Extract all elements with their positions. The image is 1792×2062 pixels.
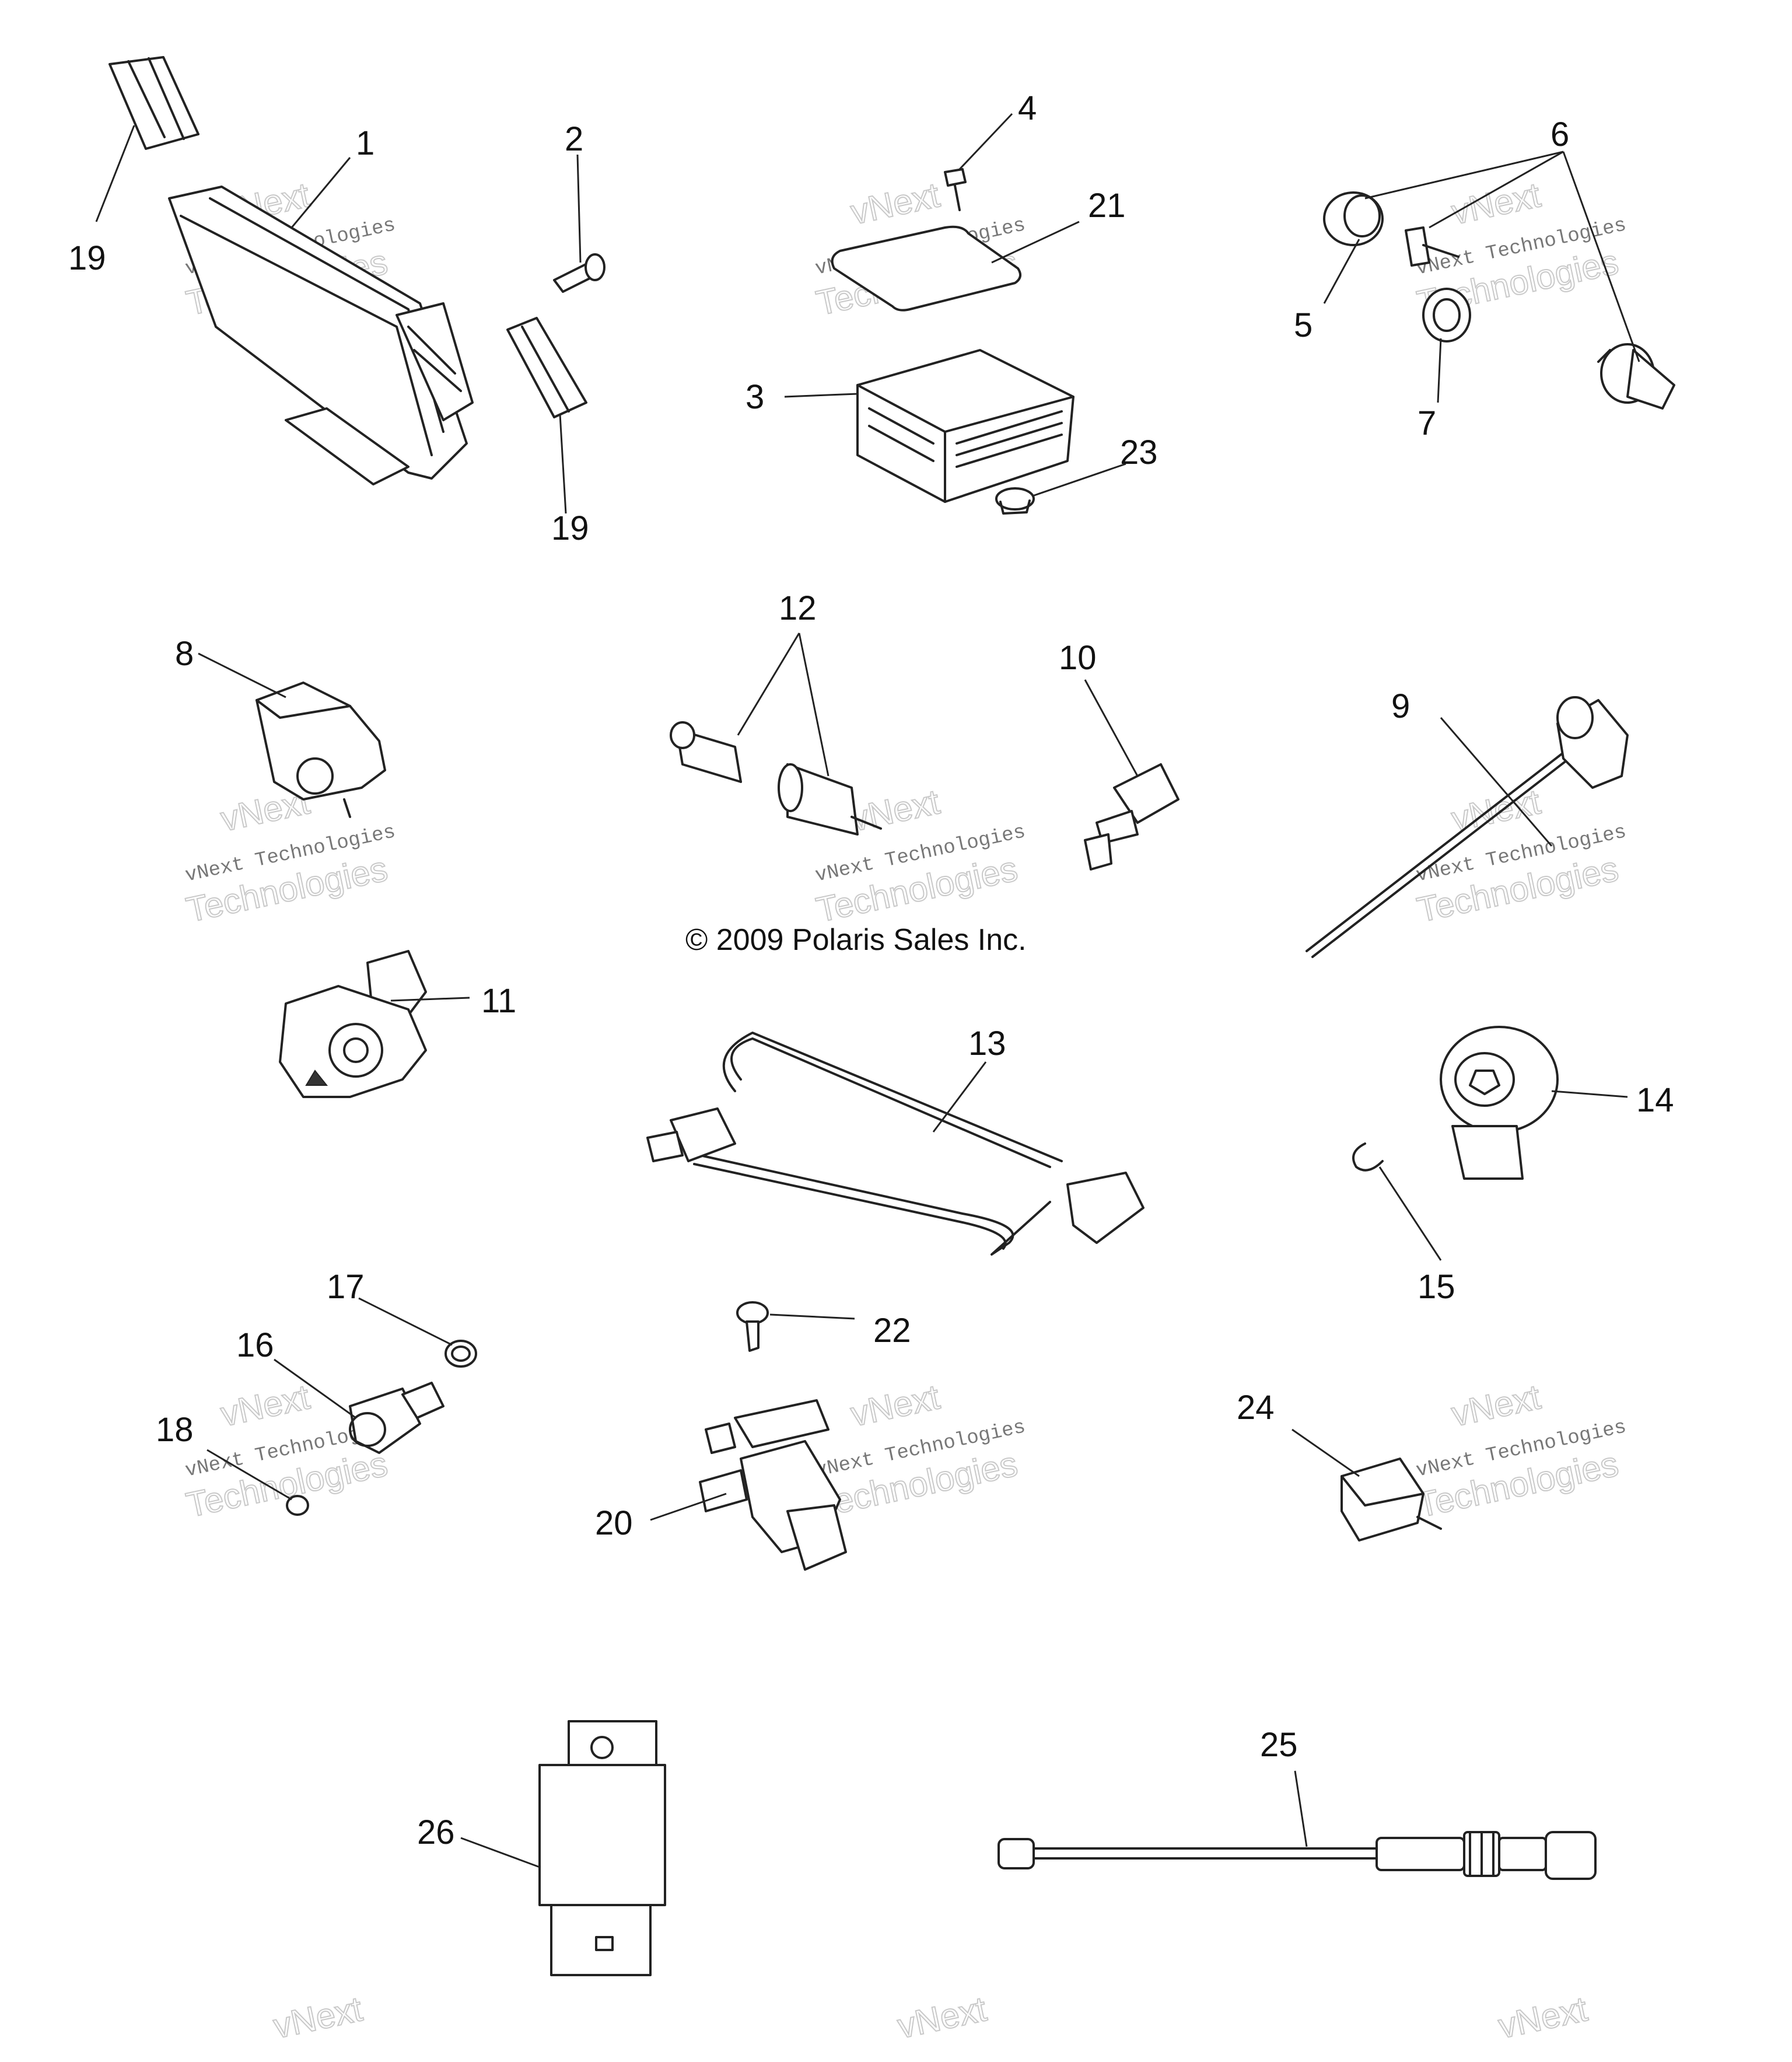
part-2-pin <box>553 253 606 293</box>
watermark-vnext: vNext <box>847 782 943 838</box>
callout-23: 23 <box>1120 434 1158 471</box>
watermark-vnext: vNext <box>217 1377 313 1434</box>
callout-4: 4 <box>1018 89 1037 127</box>
watermark-vnext: vNext <box>894 1989 990 2046</box>
callout-13: 13 <box>968 1025 1006 1063</box>
callout-2: 2 <box>565 120 583 158</box>
callout-20: 20 <box>595 1504 633 1542</box>
callout-1: 1 <box>356 124 374 162</box>
part-19-bracket-upper <box>108 56 200 150</box>
callout-17: 17 <box>327 1268 365 1306</box>
callout-14: 14 <box>1636 1081 1674 1119</box>
watermark-vnext: vNext <box>1448 175 1544 232</box>
part-18-screw <box>286 1495 309 1516</box>
part-7-ring <box>1422 288 1471 342</box>
part-11-throttle-sensor <box>279 950 427 1098</box>
part-10-temp-sensor <box>1084 763 1180 871</box>
watermark-vnext: vNext <box>847 175 943 232</box>
part-6-sensor-clip <box>1405 226 1460 267</box>
callout-26: 26 <box>417 1813 455 1851</box>
callout-3: 3 <box>746 378 764 416</box>
part-8-map-sensor <box>256 681 386 818</box>
callout-21: 21 <box>1088 187 1126 225</box>
part-5-cap <box>1323 191 1384 246</box>
part-14-knock-sensor <box>1440 1026 1559 1180</box>
callout-18: 18 <box>156 1411 194 1449</box>
watermark-vnext: vNext <box>270 1989 366 2046</box>
copyright-notice: © 2009 Polaris Sales Inc. <box>685 923 1027 957</box>
part-22-screw <box>736 1301 769 1352</box>
part-1-ecu <box>168 186 474 485</box>
callout-15: 15 <box>1418 1268 1455 1306</box>
callout-10: 10 <box>1059 639 1097 677</box>
callout-25: 25 <box>1260 1726 1298 1764</box>
callout-12: 12 <box>779 589 817 627</box>
callout-22: 22 <box>873 1312 911 1350</box>
callout-labels: 1 2 3 4 5 6 7 8 9 10 11 12 13 14 15 16 1… <box>68 89 1674 1851</box>
part-24-switch <box>1340 1458 1442 1542</box>
part-16-sensor <box>349 1382 444 1454</box>
callout-5: 5 <box>1294 306 1312 344</box>
part-3-module <box>856 349 1074 503</box>
callout-11: 11 <box>481 982 516 1020</box>
callout-24: 24 <box>1237 1389 1275 1427</box>
watermark: vNext vNext Technologies Technologies <box>1413 1376 1629 1525</box>
part-6-sensor <box>1597 343 1675 410</box>
part-20-valve <box>699 1399 847 1571</box>
watermark: vNext <box>1494 1988 1591 2046</box>
part-4-screw <box>944 168 967 211</box>
part-15-clip <box>1352 1142 1384 1172</box>
watermark-vnext: vNext <box>847 1377 943 1434</box>
callout-7: 7 <box>1418 404 1436 442</box>
callout-8: 8 <box>175 635 194 673</box>
callout-16: 16 <box>236 1326 274 1364</box>
callout-9: 9 <box>1391 687 1410 725</box>
part-25-sensor-cable <box>998 1831 1597 1880</box>
watermark-vnext: vNext <box>1448 1377 1544 1434</box>
callout-6: 6 <box>1550 116 1569 153</box>
part-23-plug <box>995 487 1035 515</box>
callout-19-lower: 19 <box>551 509 589 547</box>
part-13-harness <box>646 1032 1144 1256</box>
part-26-relay <box>538 1720 666 1976</box>
part-19-bracket-lower <box>506 317 587 418</box>
watermark: vNext vNext Technologies Technologies <box>1413 781 1629 930</box>
watermark: vNext <box>894 1988 991 2046</box>
part-17-washer <box>444 1340 477 1368</box>
part-21-gasket <box>831 225 1021 312</box>
leader-lines <box>95 113 1640 1868</box>
part-12-fuses <box>670 721 882 836</box>
part-9-probe-sensor <box>1306 696 1629 958</box>
watermark-vnext: vNext <box>1495 1989 1591 2046</box>
callout-19-upper: 19 <box>68 239 106 277</box>
watermark: vNext <box>270 1988 366 2046</box>
